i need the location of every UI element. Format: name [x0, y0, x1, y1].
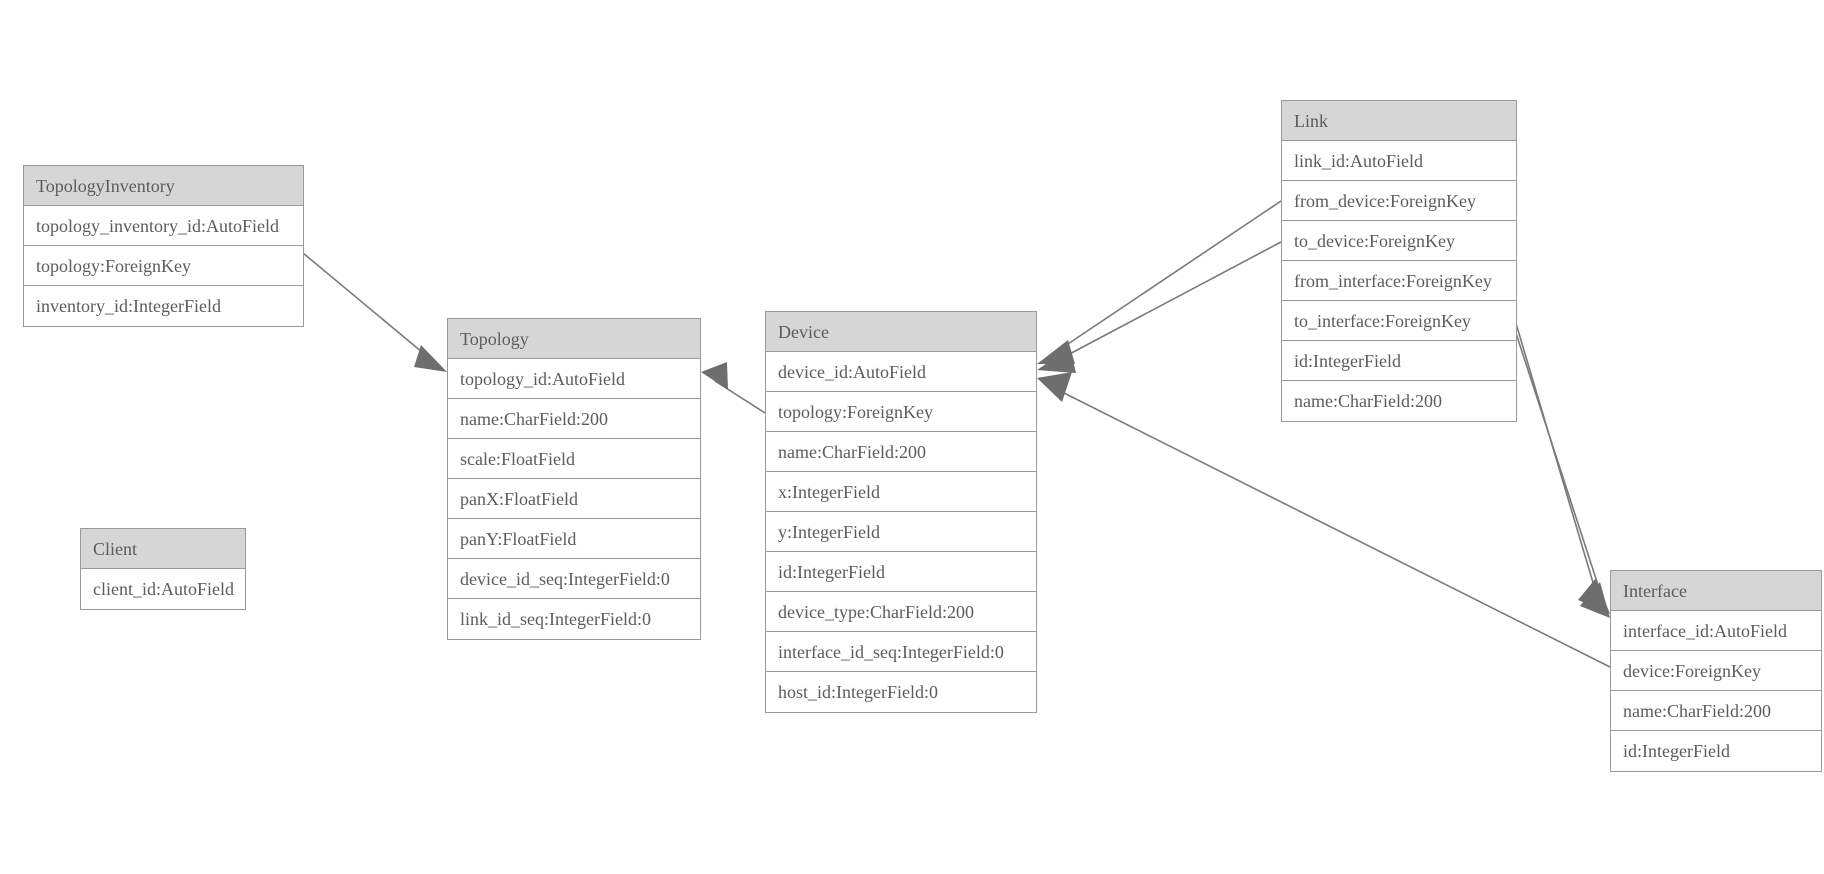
entity-field[interactable]: x:IntegerField: [766, 472, 1036, 512]
entity-field-list: interface_id:AutoField device:ForeignKey…: [1611, 611, 1821, 771]
edge-link-from-device[interactable]: [1037, 200, 1282, 364]
entity-field[interactable]: device_type:CharField:200: [766, 592, 1036, 632]
entity-field[interactable]: id:IntegerField: [1282, 341, 1516, 381]
edge-topologyinventory-topology[interactable]: [302, 252, 447, 372]
entity-title: Interface: [1611, 571, 1821, 611]
entity-field-list: device_id:AutoField topology:ForeignKey …: [766, 352, 1036, 712]
entity-field[interactable]: scale:FloatField: [448, 439, 700, 479]
entity-field[interactable]: to_interface:ForeignKey: [1282, 301, 1516, 341]
entity-client[interactable]: Client client_id:AutoField: [80, 528, 246, 610]
entity-field[interactable]: client_id:AutoField: [81, 569, 245, 609]
edge-link-to-device[interactable]: [1037, 241, 1282, 373]
entity-field[interactable]: name:CharField:200: [766, 432, 1036, 472]
entity-field[interactable]: device_id:AutoField: [766, 352, 1036, 392]
edge-link-to-interface[interactable]: [1512, 323, 1610, 618]
entity-field[interactable]: interface_id:AutoField: [1611, 611, 1821, 651]
entity-field[interactable]: topology_id:AutoField: [448, 359, 700, 399]
entity-field[interactable]: device_id_seq:IntegerField:0: [448, 559, 700, 599]
entity-device[interactable]: Device device_id:AutoField topology:Fore…: [765, 311, 1037, 713]
entity-topology[interactable]: Topology topology_id:AutoField name:Char…: [447, 318, 701, 640]
entity-field[interactable]: name:CharField:200: [1282, 381, 1516, 421]
entity-title: Device: [766, 312, 1036, 352]
entity-field[interactable]: from_interface:ForeignKey: [1282, 261, 1516, 301]
entity-interface[interactable]: Interface interface_id:AutoField device:…: [1610, 570, 1822, 772]
entity-title: Link: [1282, 101, 1516, 141]
entity-title: Topology: [448, 319, 700, 359]
entity-field[interactable]: from_device:ForeignKey: [1282, 181, 1516, 221]
entity-field[interactable]: device:ForeignKey: [1611, 651, 1821, 691]
entity-field[interactable]: id:IntegerField: [1611, 731, 1821, 771]
entity-field-list: client_id:AutoField: [81, 569, 245, 609]
entity-title: Client: [81, 529, 245, 569]
entity-field[interactable]: topology_inventory_id:AutoField: [24, 206, 303, 246]
entity-field[interactable]: host_id:IntegerField:0: [766, 672, 1036, 712]
entity-field[interactable]: name:CharField:200: [448, 399, 700, 439]
entity-field[interactable]: name:CharField:200: [1611, 691, 1821, 731]
entity-field[interactable]: topology:ForeignKey: [766, 392, 1036, 432]
edge-link-from-interface[interactable]: [1503, 282, 1610, 614]
entity-topology-inventory[interactable]: TopologyInventory topology_inventory_id:…: [23, 165, 304, 327]
entity-field[interactable]: panX:FloatField: [448, 479, 700, 519]
entity-field-list: topology_inventory_id:AutoField topology…: [24, 206, 303, 326]
entity-link[interactable]: Link link_id:AutoField from_device:Forei…: [1281, 100, 1517, 422]
entity-field[interactable]: link_id:AutoField: [1282, 141, 1516, 181]
entity-field[interactable]: y:IntegerField: [766, 512, 1036, 552]
entity-field[interactable]: link_id_seq:IntegerField:0: [448, 599, 700, 639]
entity-field[interactable]: to_device:ForeignKey: [1282, 221, 1516, 261]
entity-field[interactable]: topology:ForeignKey: [24, 246, 303, 286]
entity-field[interactable]: id:IntegerField: [766, 552, 1036, 592]
entity-field[interactable]: panY:FloatField: [448, 519, 700, 559]
entity-field-list: topology_id:AutoField name:CharField:200…: [448, 359, 700, 639]
entity-field[interactable]: interface_id_seq:IntegerField:0: [766, 632, 1036, 672]
entity-field-list: link_id:AutoField from_device:ForeignKey…: [1282, 141, 1516, 421]
edge-device-topology[interactable]: [701, 362, 766, 414]
entity-field[interactable]: inventory_id:IntegerField: [24, 286, 303, 326]
entity-title: TopologyInventory: [24, 166, 303, 206]
